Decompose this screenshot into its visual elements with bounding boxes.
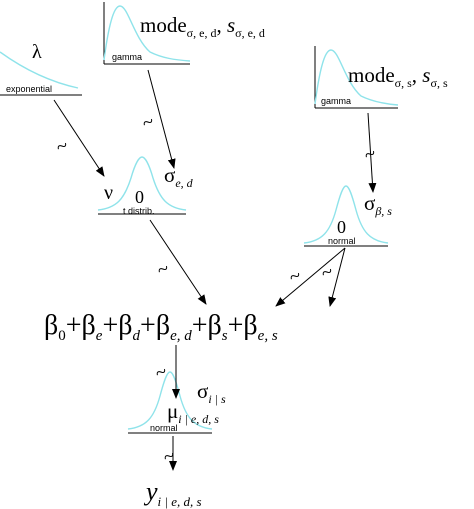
mu-label: μi | e, d, s: [167, 399, 219, 426]
plus-sign: +: [140, 310, 156, 341]
exponential-prior-node: λ exponential: [0, 41, 82, 96]
arrow-t-to-beta-ed: [149, 219, 207, 305]
s-text: s: [227, 13, 235, 37]
likelihood-density-curve: [127, 371, 213, 430]
gamma-prior-node-sigma-s: gamma modeσ, s, sσ, s: [314, 46, 448, 109]
beta-ed-subscript: e, d: [170, 328, 192, 344]
t-density-curve: [97, 156, 187, 211]
sigma-subscript: e, d: [175, 176, 193, 190]
comma-separator: ,: [216, 13, 227, 37]
normal-prior-node-beta-s: 0 normal σβ, s: [303, 185, 392, 247]
sigma-i-s-label: σi | s: [197, 379, 226, 406]
beta-e-subscript: e: [96, 328, 103, 344]
tilde-likelihood-y: ~: [160, 444, 178, 468]
tilde-normal-beta-s: ~: [286, 264, 304, 288]
tilde-t-beta-ed: ~: [154, 257, 172, 281]
beta-es-subscript: e, s: [258, 328, 278, 344]
beta-ed: β: [156, 310, 170, 341]
mode-sigma-ed-label: modeσ, e, d, sσ, e, d: [140, 13, 265, 40]
t-center-zero: 0: [135, 187, 144, 207]
beta-s: β: [208, 310, 222, 341]
mode-text: mode: [140, 13, 187, 37]
sigma-subscript: β, s: [374, 204, 392, 218]
arrow-normal-to-beta-es: [328, 247, 346, 307]
tilde-normal-beta-es: ~: [318, 260, 336, 284]
gamma-label: gamma: [321, 96, 351, 106]
lambda-symbol: λ: [32, 41, 42, 63]
mode-subscript: σ, s: [395, 76, 412, 90]
arrow-lambda-to-nu: [53, 99, 105, 177]
mu-symbol: μ: [167, 399, 178, 423]
mode-subscript: σ, e, d: [187, 26, 217, 40]
beta-0-subscript: 0: [58, 328, 66, 344]
s-text: s: [422, 63, 430, 87]
sigma-symbol: σ: [364, 191, 375, 215]
comma-separator: ,: [412, 63, 423, 87]
normal-label: normal: [150, 423, 178, 433]
tilde-equation-mu: ~: [152, 360, 170, 384]
tilde-lambda-nu: ~: [53, 134, 71, 158]
t-distrib-label: t distrib.: [123, 206, 155, 216]
mode-text: mode: [348, 63, 395, 87]
beta-0: β: [44, 310, 58, 341]
likelihood-normal-node: σi | s μi | e, d, s normal: [127, 371, 226, 434]
sigma-symbol: σ: [164, 163, 175, 187]
y-subscript: i | e, d, s: [158, 494, 202, 509]
normal-center-zero: 0: [337, 217, 346, 237]
linear-predictor-equation: β0+βe+βd+βe, d+βs+βe, s: [44, 310, 278, 344]
arrow-normal-to-beta-s: [275, 247, 346, 307]
normal-density-curve: [303, 185, 389, 244]
tilde-gamma-sigma-ed: ~: [139, 110, 157, 134]
s-subscript: σ, s: [430, 76, 447, 90]
sigma-beta-s-label: σβ, s: [364, 191, 392, 218]
beta-e: β: [82, 310, 96, 341]
gamma-prior-node-sigma-ed: gamma modeσ, e, d, sσ, e, d: [103, 2, 265, 65]
sigma-subscript: i | s: [208, 392, 226, 406]
exponential-label: exponential: [6, 84, 52, 94]
y-symbol: y: [143, 477, 158, 506]
beta-es: β: [243, 310, 257, 341]
tilde-gamma-sigma-s: ~: [361, 142, 379, 166]
plus-sign: +: [66, 310, 82, 341]
plus-sign: +: [192, 310, 208, 341]
plus-sign: +: [228, 310, 244, 341]
nu-symbol: ν: [104, 182, 113, 204]
gamma-density-curve: [103, 5, 191, 62]
plus-sign: +: [102, 310, 118, 341]
mode-sigma-s-label: modeσ, s, sσ, s: [348, 63, 448, 90]
arrow-gamma-to-sigma-beta-s: [367, 112, 377, 193]
gamma-label: gamma: [112, 52, 142, 62]
beta-s-subscript: s: [222, 328, 228, 344]
y-output-label: yi | e, d, s: [143, 477, 202, 509]
s-subscript: σ, e, d: [235, 26, 265, 40]
t-distribution-node: ν 0 t distrib. σe, d: [97, 156, 194, 216]
exponential-density-curve: [0, 51, 79, 89]
mu-subscript: i | e, d, s: [178, 412, 219, 426]
beta-d-subscript: d: [133, 328, 141, 344]
beta-d: β: [118, 310, 132, 341]
arrow-gamma-to-sigma-ed: [147, 69, 176, 169]
normal-label: normal: [328, 236, 356, 246]
gamma-density-curve: [314, 49, 399, 106]
sigma-symbol: σ: [197, 379, 208, 403]
sigma-ed-label: σe, d: [164, 163, 194, 190]
